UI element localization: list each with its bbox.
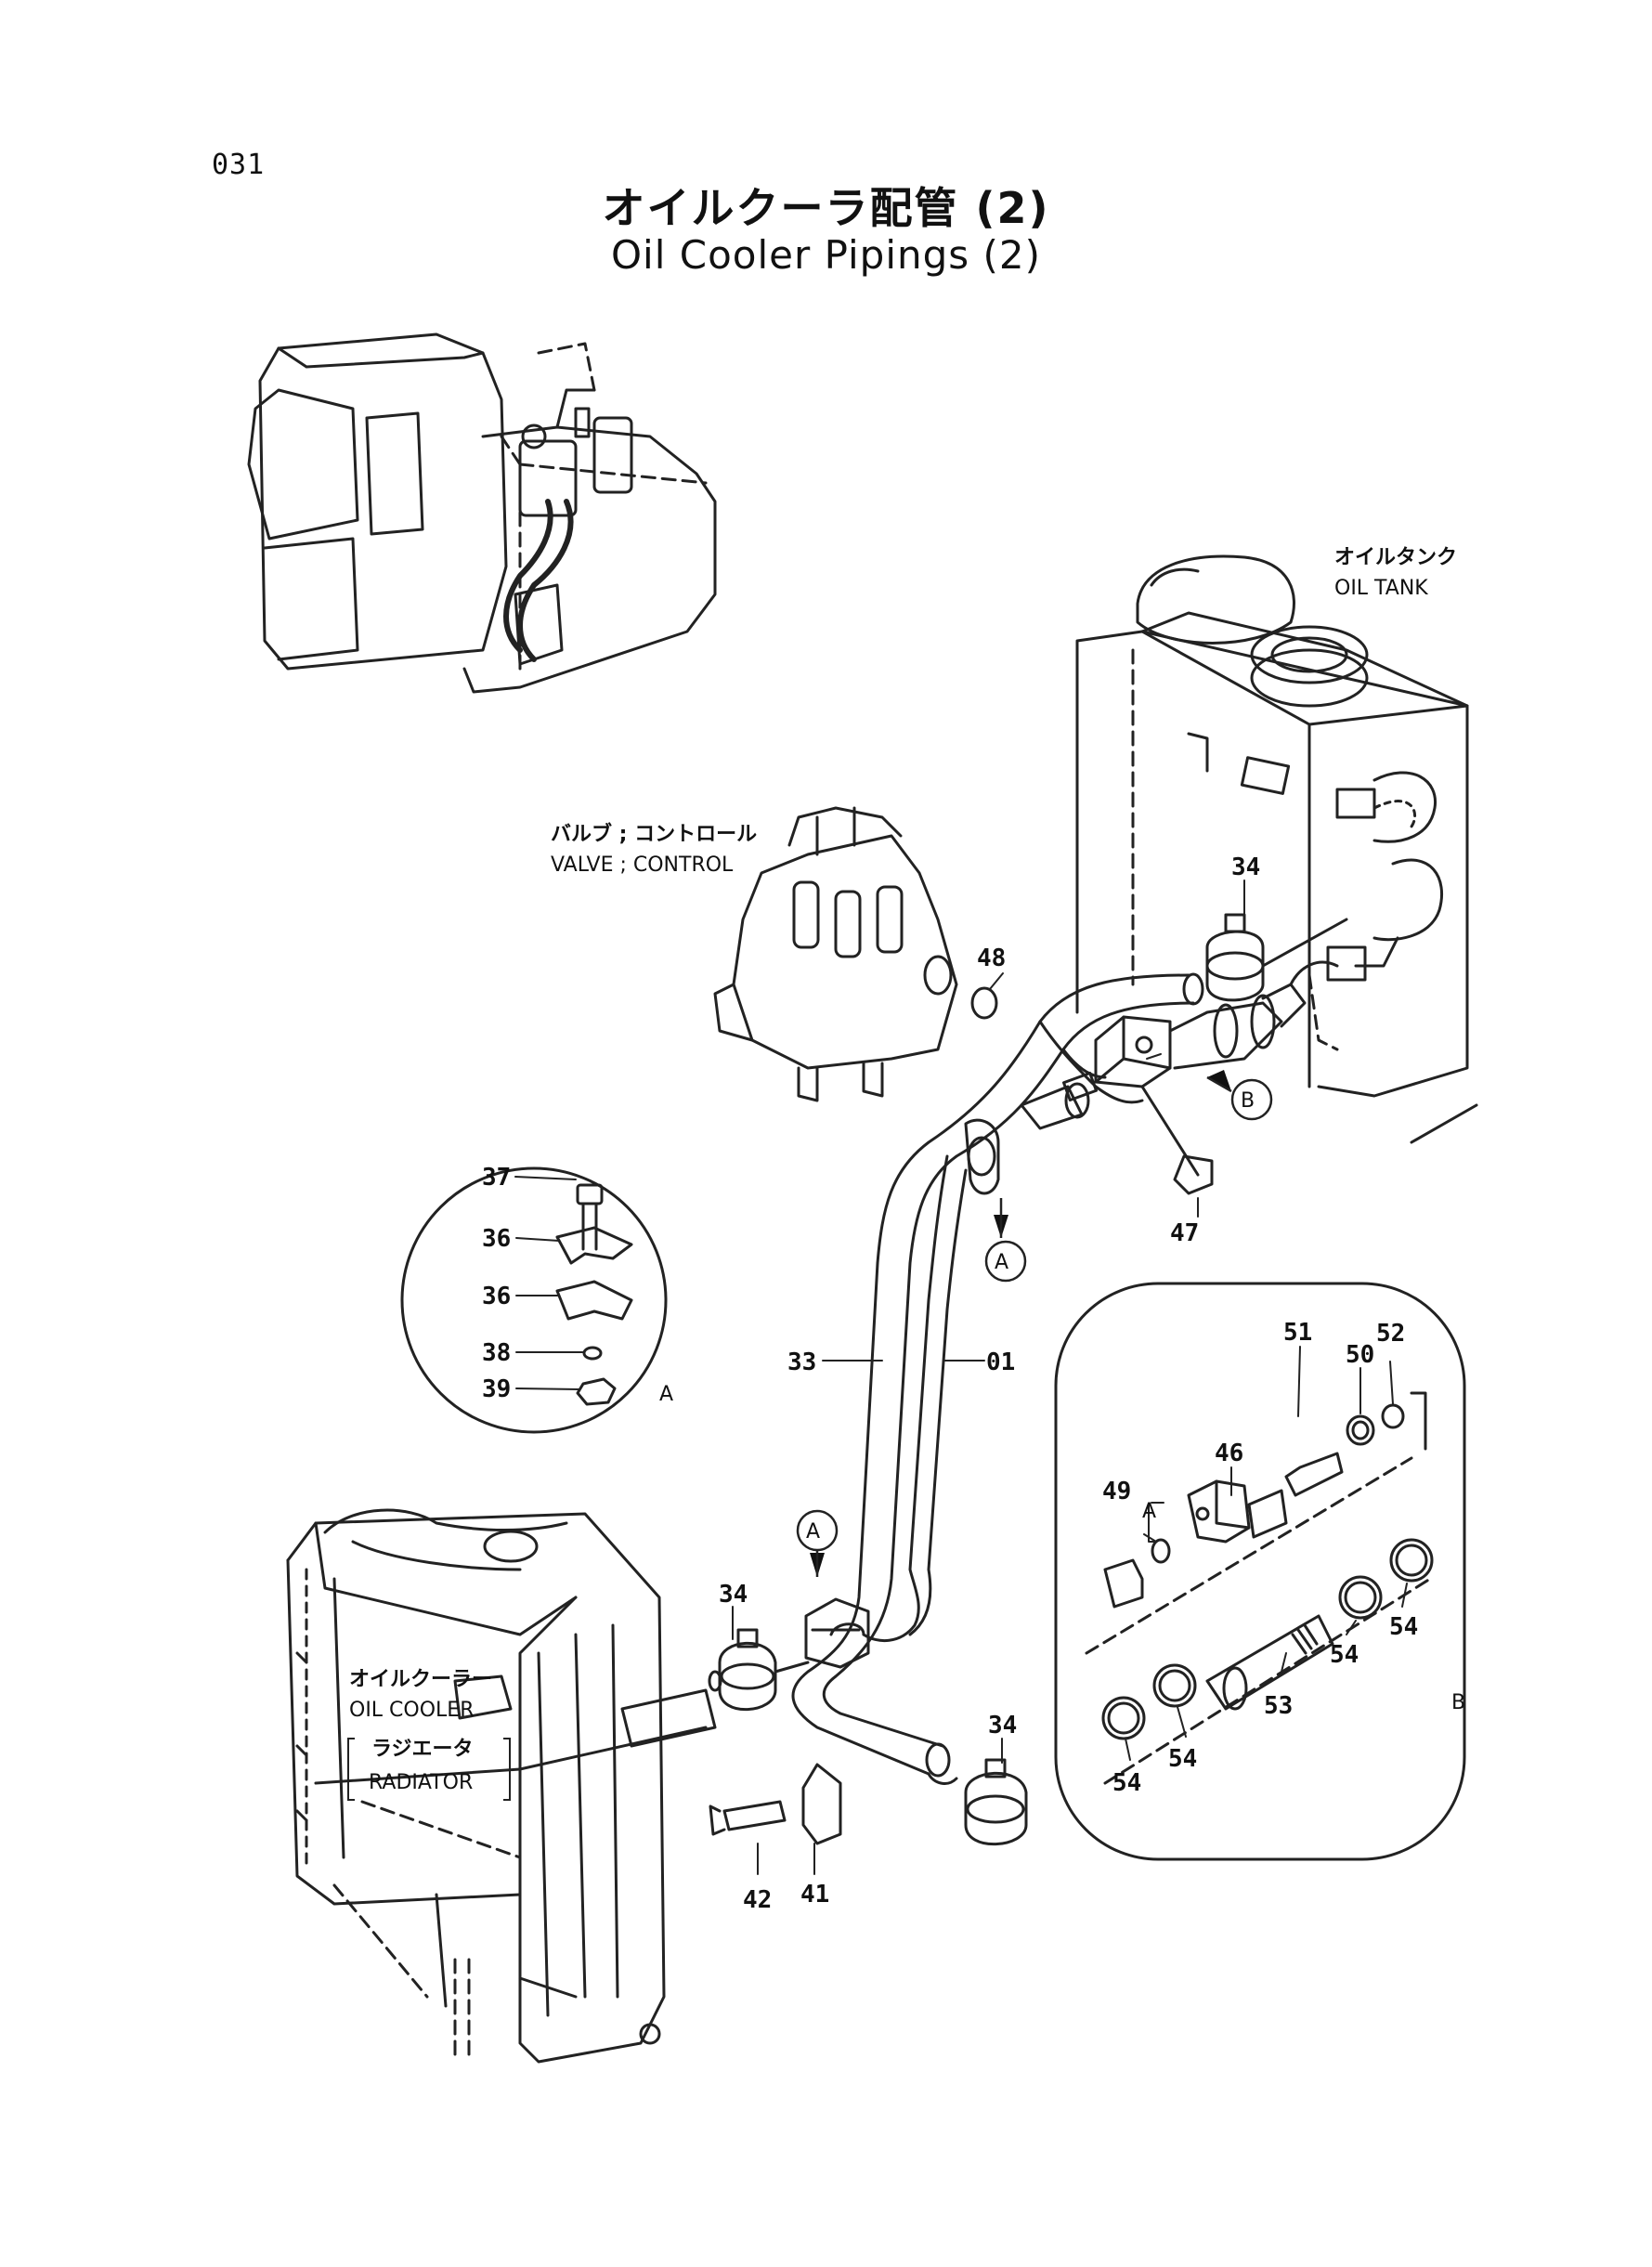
bolt-47-drawing — [1140, 1085, 1200, 1177]
detail-b-parts-drawing — [1085, 1391, 1434, 1785]
valve-label-jp: バルブ ; コントロール — [551, 822, 757, 846]
part-number-54-lower-left: 54 — [1112, 1769, 1141, 1797]
detail-b-label: B — [1451, 1691, 1465, 1714]
hose-clamp-34-lower-drawing — [964, 1758, 1028, 1846]
hose-clamp-34-upper-drawing — [1205, 913, 1348, 1002]
part-number-34-lower: 34 — [988, 1712, 1017, 1739]
callout-b-bubble — [1230, 1078, 1273, 1121]
part-number-54-middle: 54 — [1330, 1641, 1359, 1669]
radiator-label-jp: ラジエータ — [371, 1738, 474, 1761]
oil-tank-drawing — [1075, 554, 1478, 1144]
part-number-49: 49 — [1102, 1478, 1131, 1505]
part-number-46: 46 — [1215, 1440, 1243, 1467]
radiator-label-bracket — [347, 1738, 511, 1801]
part-number-36-upper: 36 — [482, 1225, 511, 1253]
filter-block-assembly-drawing — [964, 960, 1339, 1195]
excavator-overview-drawing — [247, 332, 717, 694]
page-number: 031 — [212, 149, 266, 181]
control-valve-drawing — [713, 806, 958, 1102]
detail-a-parts-drawing — [555, 1183, 633, 1406]
callout-a-letter-upper: A — [995, 1251, 1008, 1274]
part-number-53: 53 — [1264, 1692, 1293, 1720]
part-number-34-upper: 34 — [1231, 853, 1260, 881]
o-ring-48 — [970, 986, 998, 1020]
detail-b-frame — [1054, 1282, 1466, 1861]
part-number-34-left: 34 — [719, 1581, 748, 1609]
detail-b-ref-a: A — [1142, 1500, 1156, 1523]
part-number-52: 52 — [1376, 1320, 1405, 1348]
part-number-41: 41 — [800, 1881, 829, 1909]
radiator-label-en: RADIATOR — [369, 1771, 473, 1794]
callout-b-arrow — [1207, 1070, 1231, 1091]
part-number-37: 37 — [482, 1164, 511, 1192]
detail-a-circle — [400, 1166, 668, 1434]
valve-label-en: VALVE ; CONTROL — [551, 853, 734, 877]
pipe-assembly-drawing — [791, 972, 1204, 1785]
leader-lines — [514, 879, 1408, 1875]
oil-cooler-label-en: OIL COOLER — [349, 1699, 475, 1722]
radiator-fittings-drawing — [709, 1597, 870, 1845]
title-english: Oil Cooler Pipings (2) — [611, 232, 1041, 278]
oil-tank-label-en: OIL TANK — [1334, 577, 1428, 600]
callout-a-letter-lower: A — [806, 1520, 820, 1544]
part-number-50: 50 — [1346, 1341, 1374, 1369]
part-number-54-right: 54 — [1389, 1613, 1418, 1641]
part-number-36-lower: 36 — [482, 1283, 511, 1310]
part-number-01: 01 — [986, 1348, 1015, 1376]
part-number-47: 47 — [1170, 1219, 1199, 1247]
hose-clamp-34-left-drawing — [708, 1628, 810, 1712]
part-number-42: 42 — [743, 1886, 772, 1914]
callout-a-bubble-lower — [796, 1509, 839, 1552]
oil-tank-label-jp: オイルタンク — [1334, 546, 1457, 569]
part-number-48: 48 — [977, 945, 1006, 972]
part-number-51: 51 — [1283, 1319, 1312, 1347]
part-number-39: 39 — [482, 1375, 511, 1403]
part-number-33: 33 — [787, 1348, 816, 1376]
oil-cooler-radiator-drawing — [286, 1508, 717, 2064]
detail-a-label: A — [659, 1383, 673, 1406]
title-japanese: オイルクーラ配管 (2) — [602, 183, 1050, 233]
oil-cooler-label-jp: オイルクーラー — [349, 1668, 492, 1691]
part-number-38: 38 — [482, 1339, 511, 1367]
callout-a-bubble-upper — [984, 1240, 1027, 1283]
callout-b-letter: B — [1241, 1089, 1255, 1113]
bolt-47-head-drawing — [1173, 1154, 1214, 1195]
part-number-54-lower-right: 54 — [1168, 1745, 1197, 1773]
